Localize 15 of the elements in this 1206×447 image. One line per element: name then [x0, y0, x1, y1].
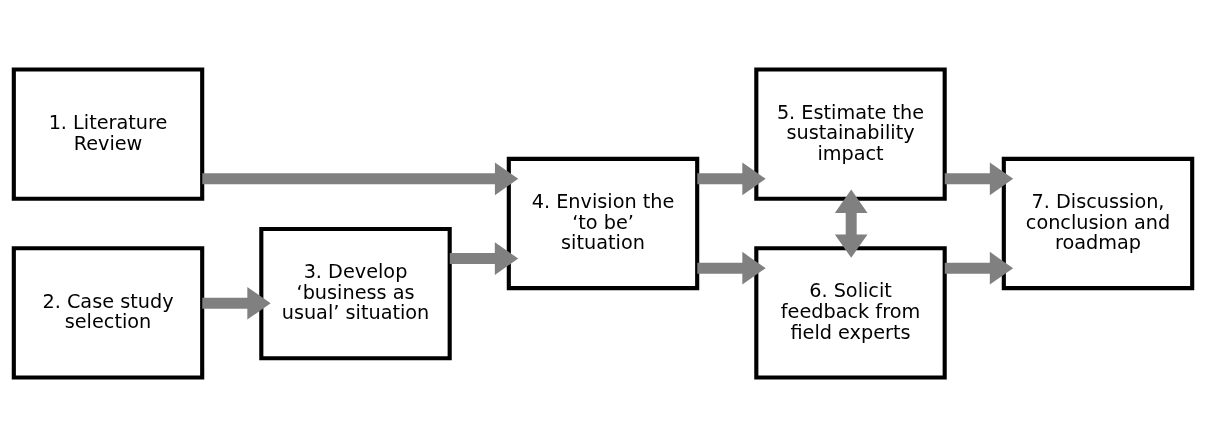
node-box: 5. Estimate the sustainability impact [754, 67, 947, 201]
node-box: 4. Envision the ‘to be’ situation [506, 156, 700, 291]
arrow [202, 162, 519, 196]
arrow [449, 242, 519, 275]
arrow [697, 251, 766, 285]
node-box: 7. Discussion, conclusion and roadmap [1001, 156, 1195, 291]
node-box: 1. Literature Review [11, 67, 205, 201]
arrow [944, 162, 1014, 196]
node-box: 6. Solicit feedback from field experts [754, 246, 947, 380]
node-box: 3. Develop ‘business as usual’ situation [259, 226, 452, 361]
node-box: 2. Case study selection [11, 246, 205, 380]
arrow [202, 286, 271, 320]
arrow [834, 189, 868, 258]
arrow [944, 251, 1014, 285]
arrow [697, 162, 766, 196]
